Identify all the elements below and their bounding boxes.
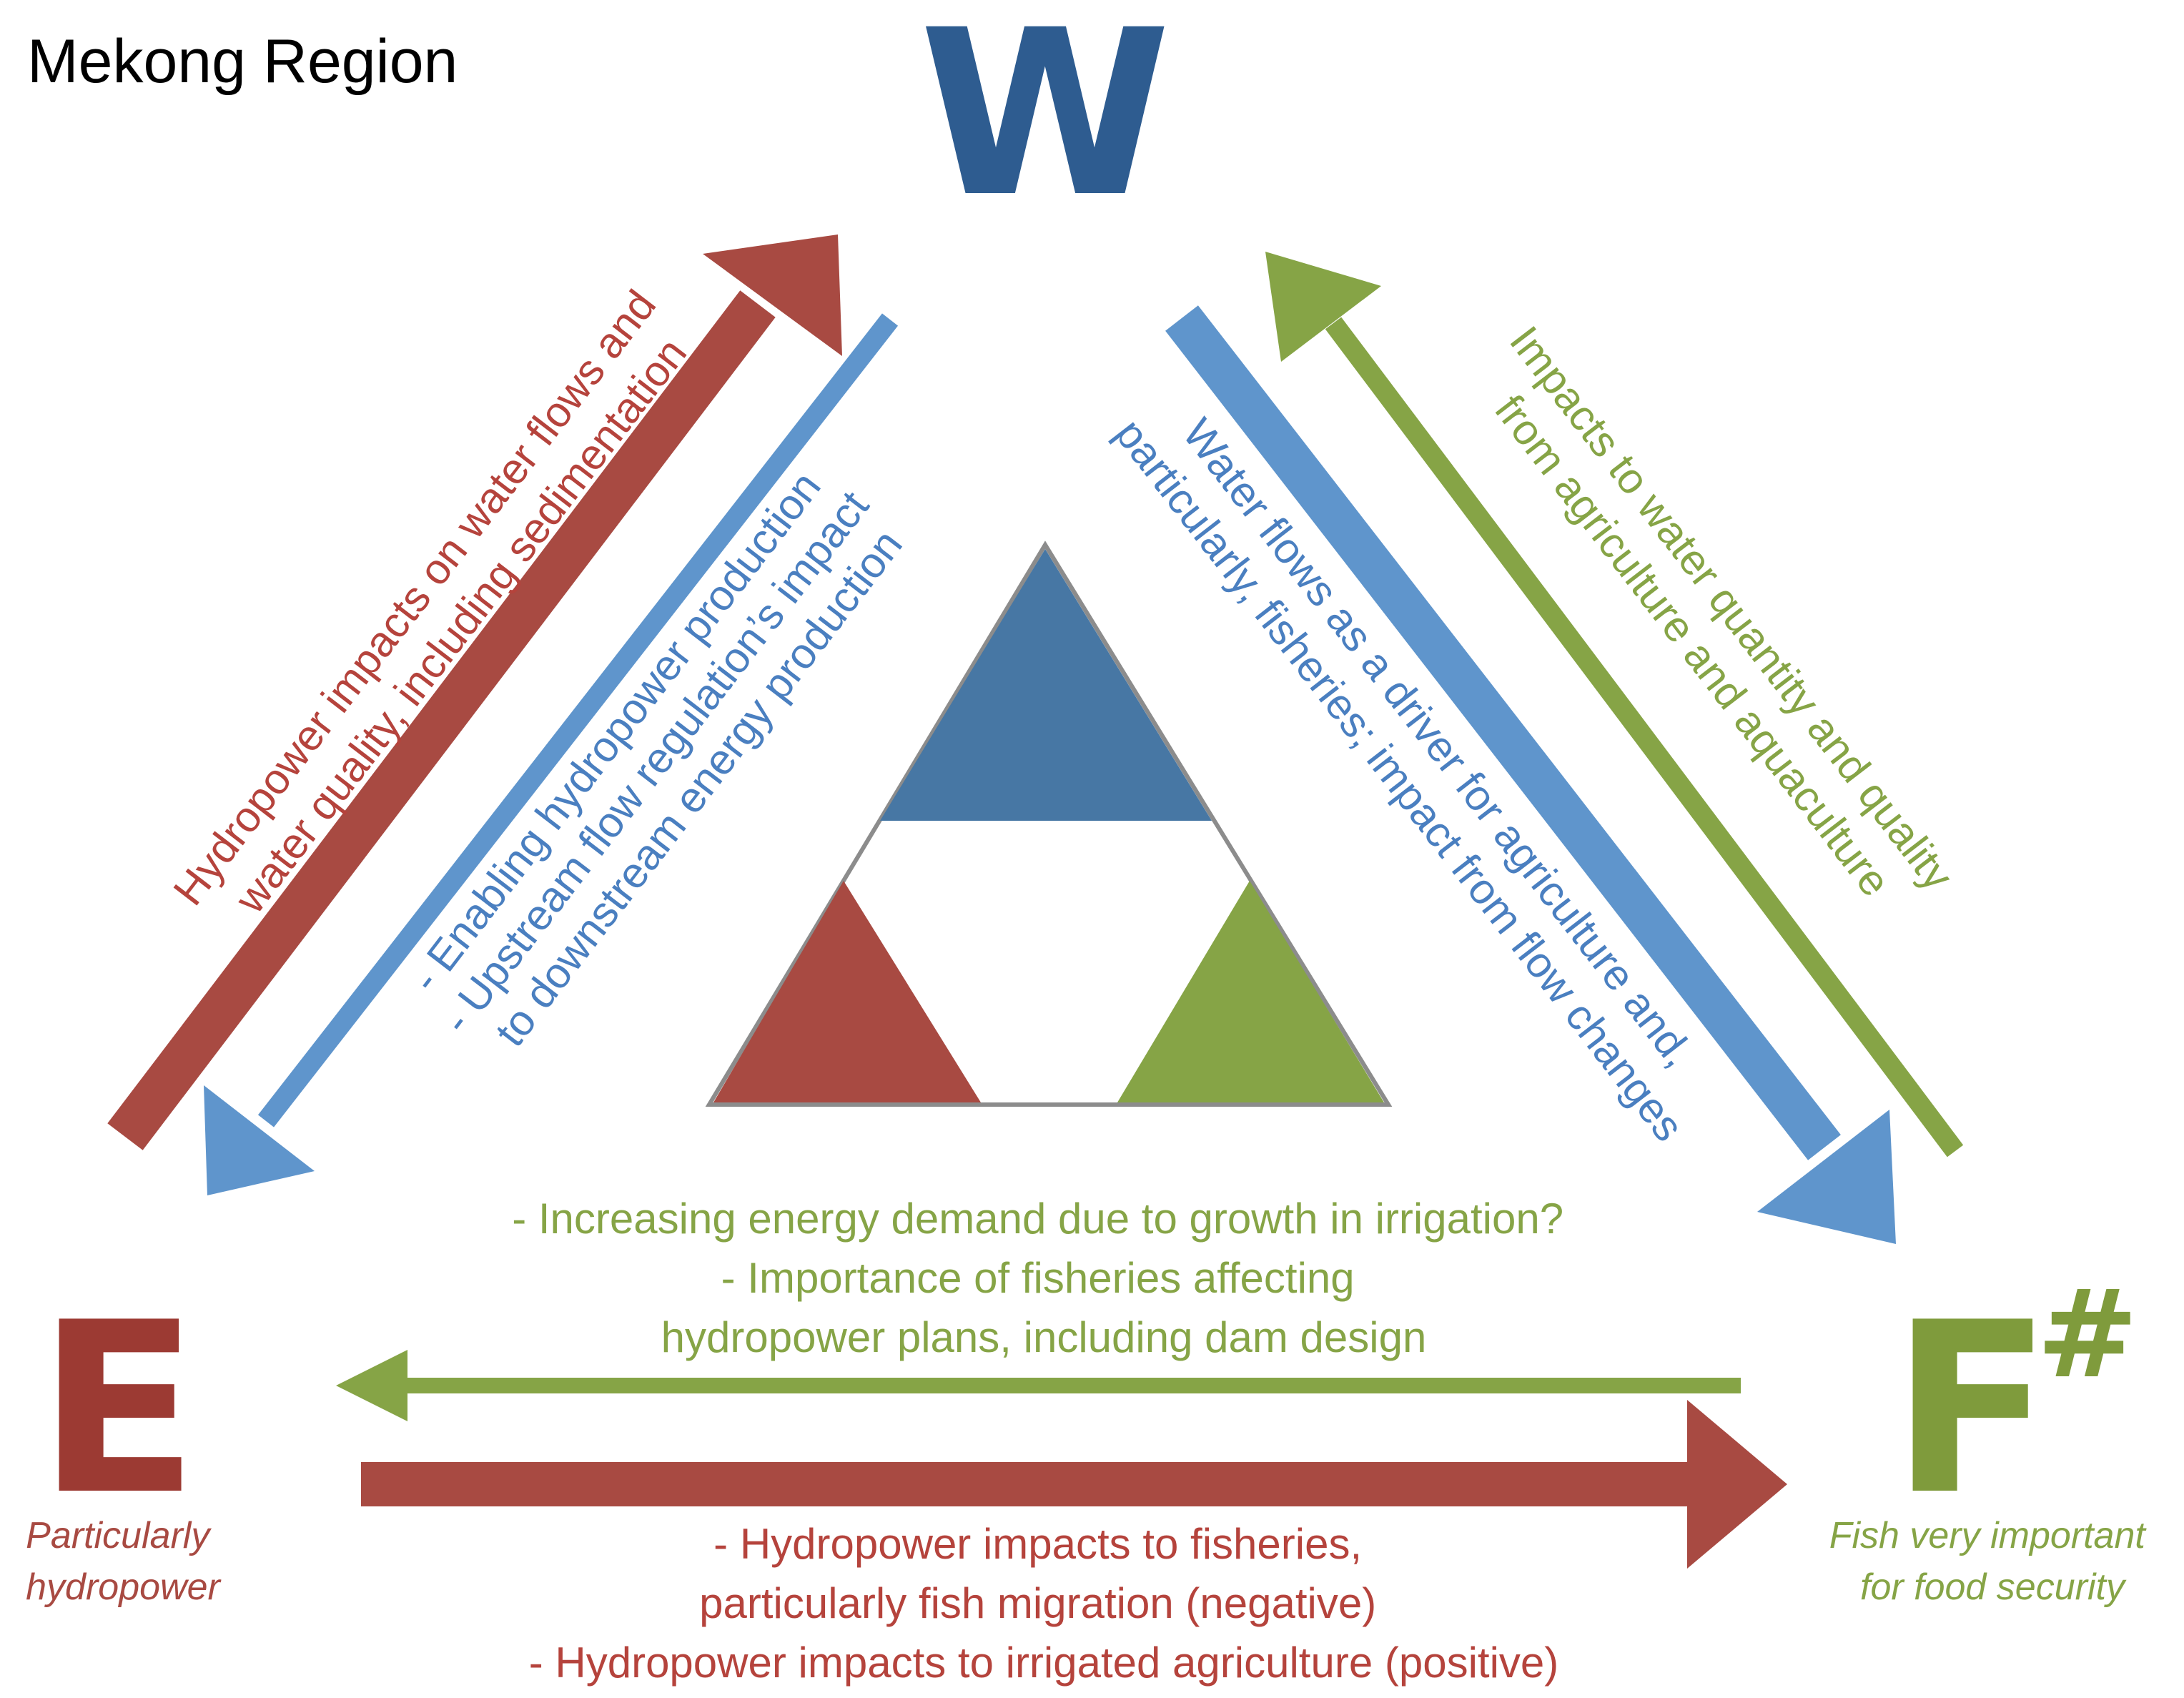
page-title: Mekong Region xyxy=(27,27,458,96)
arrow-energy-to-water xyxy=(107,235,842,1150)
arrow-food-to-water xyxy=(1265,252,1964,1157)
food-caption: Fish very important for food security xyxy=(1829,1515,2156,1608)
arrow-food-to-energy xyxy=(336,1350,1741,1421)
center-nexus-triangle xyxy=(705,541,1393,1107)
arrow-energy-to-food xyxy=(361,1400,1787,1569)
water-letter: W xyxy=(919,0,1172,247)
label-energy-to-food: - Hydropower impacts to fisheries, parti… xyxy=(529,1520,1559,1687)
node-energy: E Particularly hydropower xyxy=(26,1272,222,1608)
arrow-water-to-food xyxy=(1165,305,1896,1244)
node-food: F # Fish very important for food securit… xyxy=(1829,1264,2156,1608)
center-water-triangle xyxy=(880,549,1212,821)
energy-caption: Particularly hydropower xyxy=(26,1515,222,1608)
food-hash-mark: # xyxy=(2037,1264,2138,1406)
energy-letter: E xyxy=(37,1272,198,1546)
center-energy-triangle xyxy=(713,881,981,1102)
arrow-water-to-energy xyxy=(204,313,899,1195)
food-letter: F xyxy=(1891,1272,2052,1546)
center-food-triangle xyxy=(1117,881,1384,1102)
label-food-to-energy: - Increasing energy demand due to growth… xyxy=(512,1195,1576,1361)
node-water: W xyxy=(919,0,1172,247)
